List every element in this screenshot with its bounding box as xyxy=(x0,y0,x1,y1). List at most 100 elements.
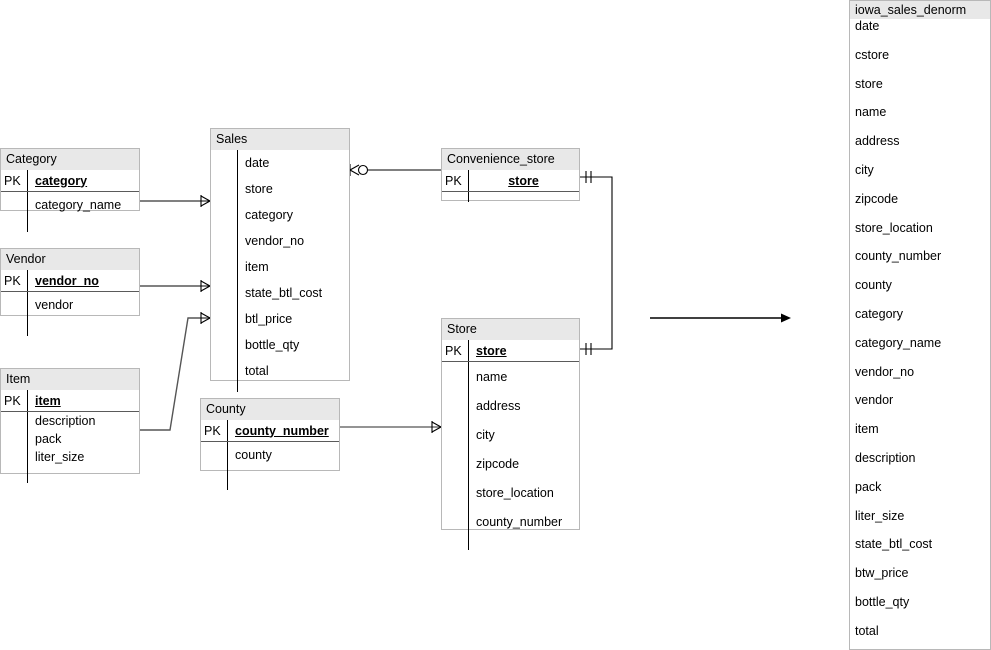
denorm-column: vendor xyxy=(855,393,894,408)
attribute-name: city xyxy=(476,427,495,442)
entity-title-county: County xyxy=(201,399,339,420)
column-divider xyxy=(468,192,469,202)
attribute-spacer xyxy=(1,466,139,483)
column-divider xyxy=(27,170,28,191)
attribute-row: store xyxy=(211,176,349,202)
attribute-name: store_location xyxy=(476,485,554,500)
column-divider xyxy=(27,390,28,411)
attribute-row: liter_size xyxy=(1,448,139,466)
attribute-spacer xyxy=(442,192,579,202)
column-divider xyxy=(468,362,469,550)
denorm-column: description xyxy=(855,450,916,465)
pk-row-convenience-store: PK store xyxy=(442,170,579,192)
attribute-row: zipcode xyxy=(442,449,579,478)
attribute-name: btl_price xyxy=(245,312,293,326)
attribute-name: county xyxy=(235,448,272,462)
pk-field-vendor: vendor_no xyxy=(35,273,99,288)
entity-title-vendor: Vendor xyxy=(1,249,139,270)
pk-row-store: PK store xyxy=(442,340,579,362)
column-divider xyxy=(468,170,469,191)
attribute-spacer xyxy=(1,218,139,232)
attribute-list-store: name address city zipcode store_location… xyxy=(442,362,579,550)
denorm-column: date xyxy=(855,19,880,33)
attribute-list-item: description pack liter_size xyxy=(1,412,139,483)
denormalized-table-panel[interactable]: iowa_sales_denorm date cstore store name… xyxy=(849,0,991,650)
denorm-column: item xyxy=(855,422,879,437)
attribute-name: county_number xyxy=(476,514,563,529)
pk-row-county: PK county_number xyxy=(201,420,339,442)
attribute-row: vendor_no xyxy=(211,228,349,254)
denorm-column: store xyxy=(855,76,883,91)
attribute-name: total xyxy=(245,364,269,378)
column-divider xyxy=(27,270,28,291)
denorm-column: total xyxy=(855,623,879,638)
attribute-row: county xyxy=(201,442,339,468)
pk-field-category: category xyxy=(35,173,88,188)
attribute-name: pack xyxy=(35,432,62,446)
entity-vendor[interactable]: Vendor PK vendor_no vendor xyxy=(0,248,140,336)
column-divider xyxy=(27,412,28,483)
attribute-name: store xyxy=(245,182,273,196)
attribute-spacer xyxy=(1,318,139,336)
column-divider xyxy=(237,150,238,392)
denorm-column: name xyxy=(855,105,887,120)
entity-county[interactable]: County PK county_number county xyxy=(200,398,340,490)
pk-label: PK xyxy=(445,343,462,358)
attribute-row: address xyxy=(442,391,579,420)
attribute-row: bottle_qty xyxy=(211,332,349,358)
pk-row-category: PK category xyxy=(1,170,139,192)
denorm-column: cstore xyxy=(855,47,890,62)
denorm-column: store_location xyxy=(855,220,933,235)
entity-category[interactable]: Category PK category category_name xyxy=(0,148,140,232)
denorm-column: state_btl_cost xyxy=(855,537,933,552)
entity-convenience-store[interactable]: Convenience_store PK store xyxy=(441,148,580,202)
denorm-column: county_number xyxy=(855,249,942,264)
entity-item[interactable]: Item PK item description pack liter_size xyxy=(0,368,140,483)
denorm-column: city xyxy=(855,162,874,177)
denorm-column: address xyxy=(855,134,900,149)
attribute-list-sales: date store category vendor_no item state… xyxy=(211,150,349,392)
attribute-row: city xyxy=(442,420,579,449)
attribute-row: state_btl_cost xyxy=(211,280,349,306)
denorm-column: county xyxy=(855,278,892,293)
denorm-column: pack xyxy=(855,479,882,494)
denorm-column: liter_size xyxy=(855,508,905,523)
attribute-row: store_location xyxy=(442,478,579,507)
column-divider xyxy=(227,442,228,490)
denormalization-arrow xyxy=(650,313,791,323)
relationship-vendor-sales xyxy=(140,280,211,292)
attribute-list-vendor: vendor xyxy=(1,292,139,336)
attribute-row: date xyxy=(211,150,349,176)
attribute-row: category_name xyxy=(1,192,139,218)
denormalized-column-list: date cstore store name address city zipc… xyxy=(850,19,990,650)
pk-field-county: county_number xyxy=(235,423,329,438)
attribute-name: vendor_no xyxy=(245,234,305,248)
entity-title-sales: Sales xyxy=(211,129,349,150)
column-divider xyxy=(468,340,469,361)
denorm-column: category_name xyxy=(855,335,942,350)
attribute-spacer xyxy=(201,468,339,490)
pk-field-convenience-store: store xyxy=(508,173,539,188)
entity-title-category: Category xyxy=(1,149,139,170)
attribute-row: vendor xyxy=(1,292,139,318)
attribute-row: total xyxy=(211,358,349,384)
pk-label: PK xyxy=(4,173,21,188)
attribute-row: description xyxy=(1,412,139,430)
attribute-row: pack xyxy=(1,430,139,448)
attribute-name: state_btl_cost xyxy=(245,286,323,300)
denorm-column: vendor_no xyxy=(855,364,915,379)
entity-sales[interactable]: Sales date store category vendor_no item xyxy=(210,128,350,392)
entity-store[interactable]: Store PK store name address city zipcode xyxy=(441,318,580,550)
pk-label: PK xyxy=(4,393,21,408)
denorm-column: btw_price xyxy=(855,566,909,581)
denormalized-table-title: iowa_sales_denorm xyxy=(850,0,990,19)
attribute-name: category xyxy=(245,208,293,222)
relationship-convenience-store-store xyxy=(580,171,613,355)
relationship-sales-convenience-store xyxy=(349,164,441,176)
pk-row-item: PK item xyxy=(1,390,139,412)
attribute-name: liter_size xyxy=(35,450,85,464)
attribute-name: name xyxy=(476,369,508,384)
attribute-name: bottle_qty xyxy=(245,338,300,352)
entity-title-store: Store xyxy=(442,319,579,340)
attribute-name: zipcode xyxy=(476,456,520,471)
